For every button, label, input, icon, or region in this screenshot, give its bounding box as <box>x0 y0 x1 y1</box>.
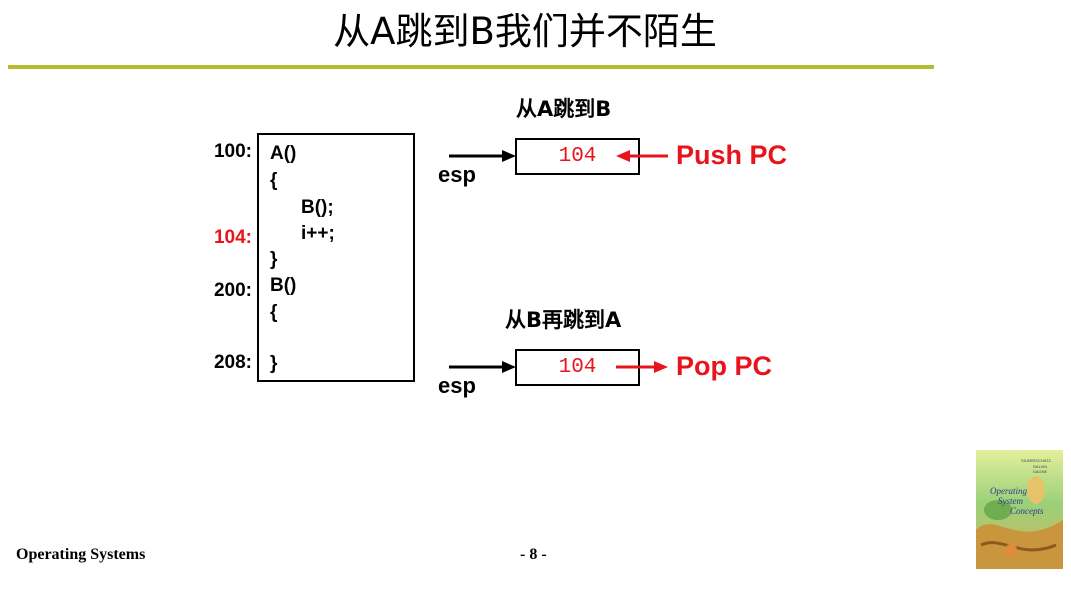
pop-caption: 从B再跳到A <box>505 308 622 332</box>
push-pc-label: Push PC <box>676 140 788 170</box>
slide-title: 从A跳到B我们并不陌生 <box>333 10 717 53</box>
address-label-208: 208: <box>213 352 252 373</box>
push-caption: 从A跳到B <box>516 97 612 121</box>
code-line-increment: i++; <box>301 223 335 244</box>
code-line-b-decl: B() <box>270 275 297 296</box>
esp-arrow-push <box>449 150 516 162</box>
book-author-3: GAGNE <box>1033 469 1048 474</box>
code-line-b-close: } <box>270 353 278 374</box>
esp-label-push: esp <box>438 162 476 187</box>
book-cover-image: SILBERSCHATZ GALVIN GAGNE Operating Syst… <box>976 450 1063 569</box>
push-arrow <box>616 150 668 162</box>
esp-arrow-pop <box>449 361 516 373</box>
book-author-1: SILBERSCHATZ <box>1021 458 1051 463</box>
code-line-a-close: } <box>270 249 278 270</box>
esp-label-pop: esp <box>438 373 476 398</box>
code-line-a-open: { <box>270 170 278 191</box>
code-box <box>257 133 415 382</box>
pop-pc-label: Pop PC <box>676 351 773 381</box>
page-number: - 8 - <box>520 546 547 563</box>
pop-arrow <box>616 361 668 373</box>
address-label-200: 200: <box>213 280 252 301</box>
book-title-line-2: System <box>998 496 1023 506</box>
address-label-104: 104: <box>213 227 252 248</box>
code-line-b-open: { <box>270 302 278 323</box>
book-title-line-3: Concepts <box>1010 506 1044 516</box>
footer-course-name: Operating Systems <box>16 546 146 563</box>
book-author-2: GALVIN <box>1033 464 1047 469</box>
code-line-a-decl: A() <box>270 143 297 164</box>
title-underline <box>8 65 934 69</box>
code-line-call-b: B(); <box>301 197 334 218</box>
address-label-100: 100: <box>213 141 252 162</box>
book-title-line-1: Operating <box>990 486 1027 496</box>
